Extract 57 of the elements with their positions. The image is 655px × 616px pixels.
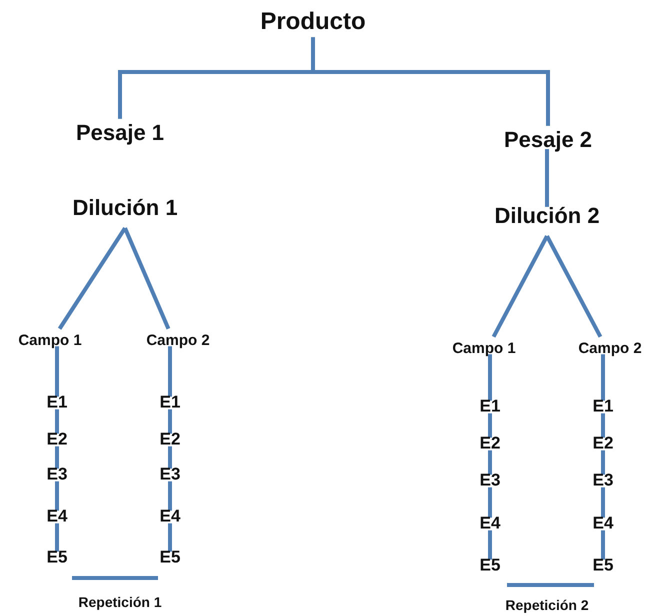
connector-line xyxy=(601,487,605,518)
connector-line xyxy=(488,487,492,518)
sample-label: E2 xyxy=(46,430,68,450)
connector-line xyxy=(55,409,59,434)
connector-line xyxy=(168,409,172,434)
field-label: Campo 2 xyxy=(578,340,642,358)
step-label: Pesaje 1 xyxy=(76,120,164,146)
heading: Producto xyxy=(260,8,366,36)
connector-line xyxy=(488,450,492,475)
connector-line xyxy=(601,413,605,438)
sample-label: E3 xyxy=(160,466,180,484)
sample-label: E3 xyxy=(592,472,614,490)
sample-label: E5 xyxy=(160,548,180,568)
step-label: Dilución 2 xyxy=(494,204,600,228)
connector-line xyxy=(168,523,172,552)
sample-label: E1 xyxy=(592,398,614,416)
connector-line xyxy=(601,450,605,475)
connector-line xyxy=(168,346,172,397)
connector-line xyxy=(55,446,59,469)
sample-label: E3 xyxy=(480,472,500,490)
sample-label: E3 xyxy=(46,466,68,484)
step-label: Pesaje 2 xyxy=(504,128,592,152)
sample-label: E4 xyxy=(592,514,614,534)
sample-label: E4 xyxy=(160,508,180,526)
connector-line xyxy=(55,481,59,511)
connector-line xyxy=(545,235,602,338)
connector-line xyxy=(601,530,605,560)
connector-line xyxy=(55,523,59,552)
sample-label: E5 xyxy=(592,556,614,576)
connector-line xyxy=(601,354,605,401)
sample-label: E2 xyxy=(592,434,614,454)
sample-label: E4 xyxy=(480,514,500,534)
connector-line xyxy=(311,37,550,126)
step-label: Dilución 1 xyxy=(72,196,178,220)
connector-line xyxy=(545,149,549,207)
connector-line xyxy=(488,413,492,438)
group-label: Repetición 2 xyxy=(505,597,589,613)
connector-line xyxy=(123,227,170,330)
sample-label: E4 xyxy=(46,508,68,526)
sample-label: E2 xyxy=(480,434,500,454)
sample-label: E5 xyxy=(480,556,500,576)
sample-label: E1 xyxy=(480,398,500,416)
sample-label: E1 xyxy=(46,394,68,412)
field-label: Campo 2 xyxy=(146,332,210,350)
sample-label: E1 xyxy=(160,394,180,412)
sample-label: E5 xyxy=(46,548,68,568)
connector-line xyxy=(488,530,492,560)
field-label: Campo 1 xyxy=(452,340,516,358)
connector-line xyxy=(168,446,172,469)
connector-line xyxy=(55,346,59,397)
connector-line xyxy=(488,354,492,401)
connector-line xyxy=(168,481,172,511)
group-label: Repetición 1 xyxy=(78,594,162,610)
field-label: Campo 1 xyxy=(18,332,82,350)
connector-line xyxy=(58,227,127,330)
sample-label: E2 xyxy=(160,430,180,450)
connector-line xyxy=(492,235,549,338)
